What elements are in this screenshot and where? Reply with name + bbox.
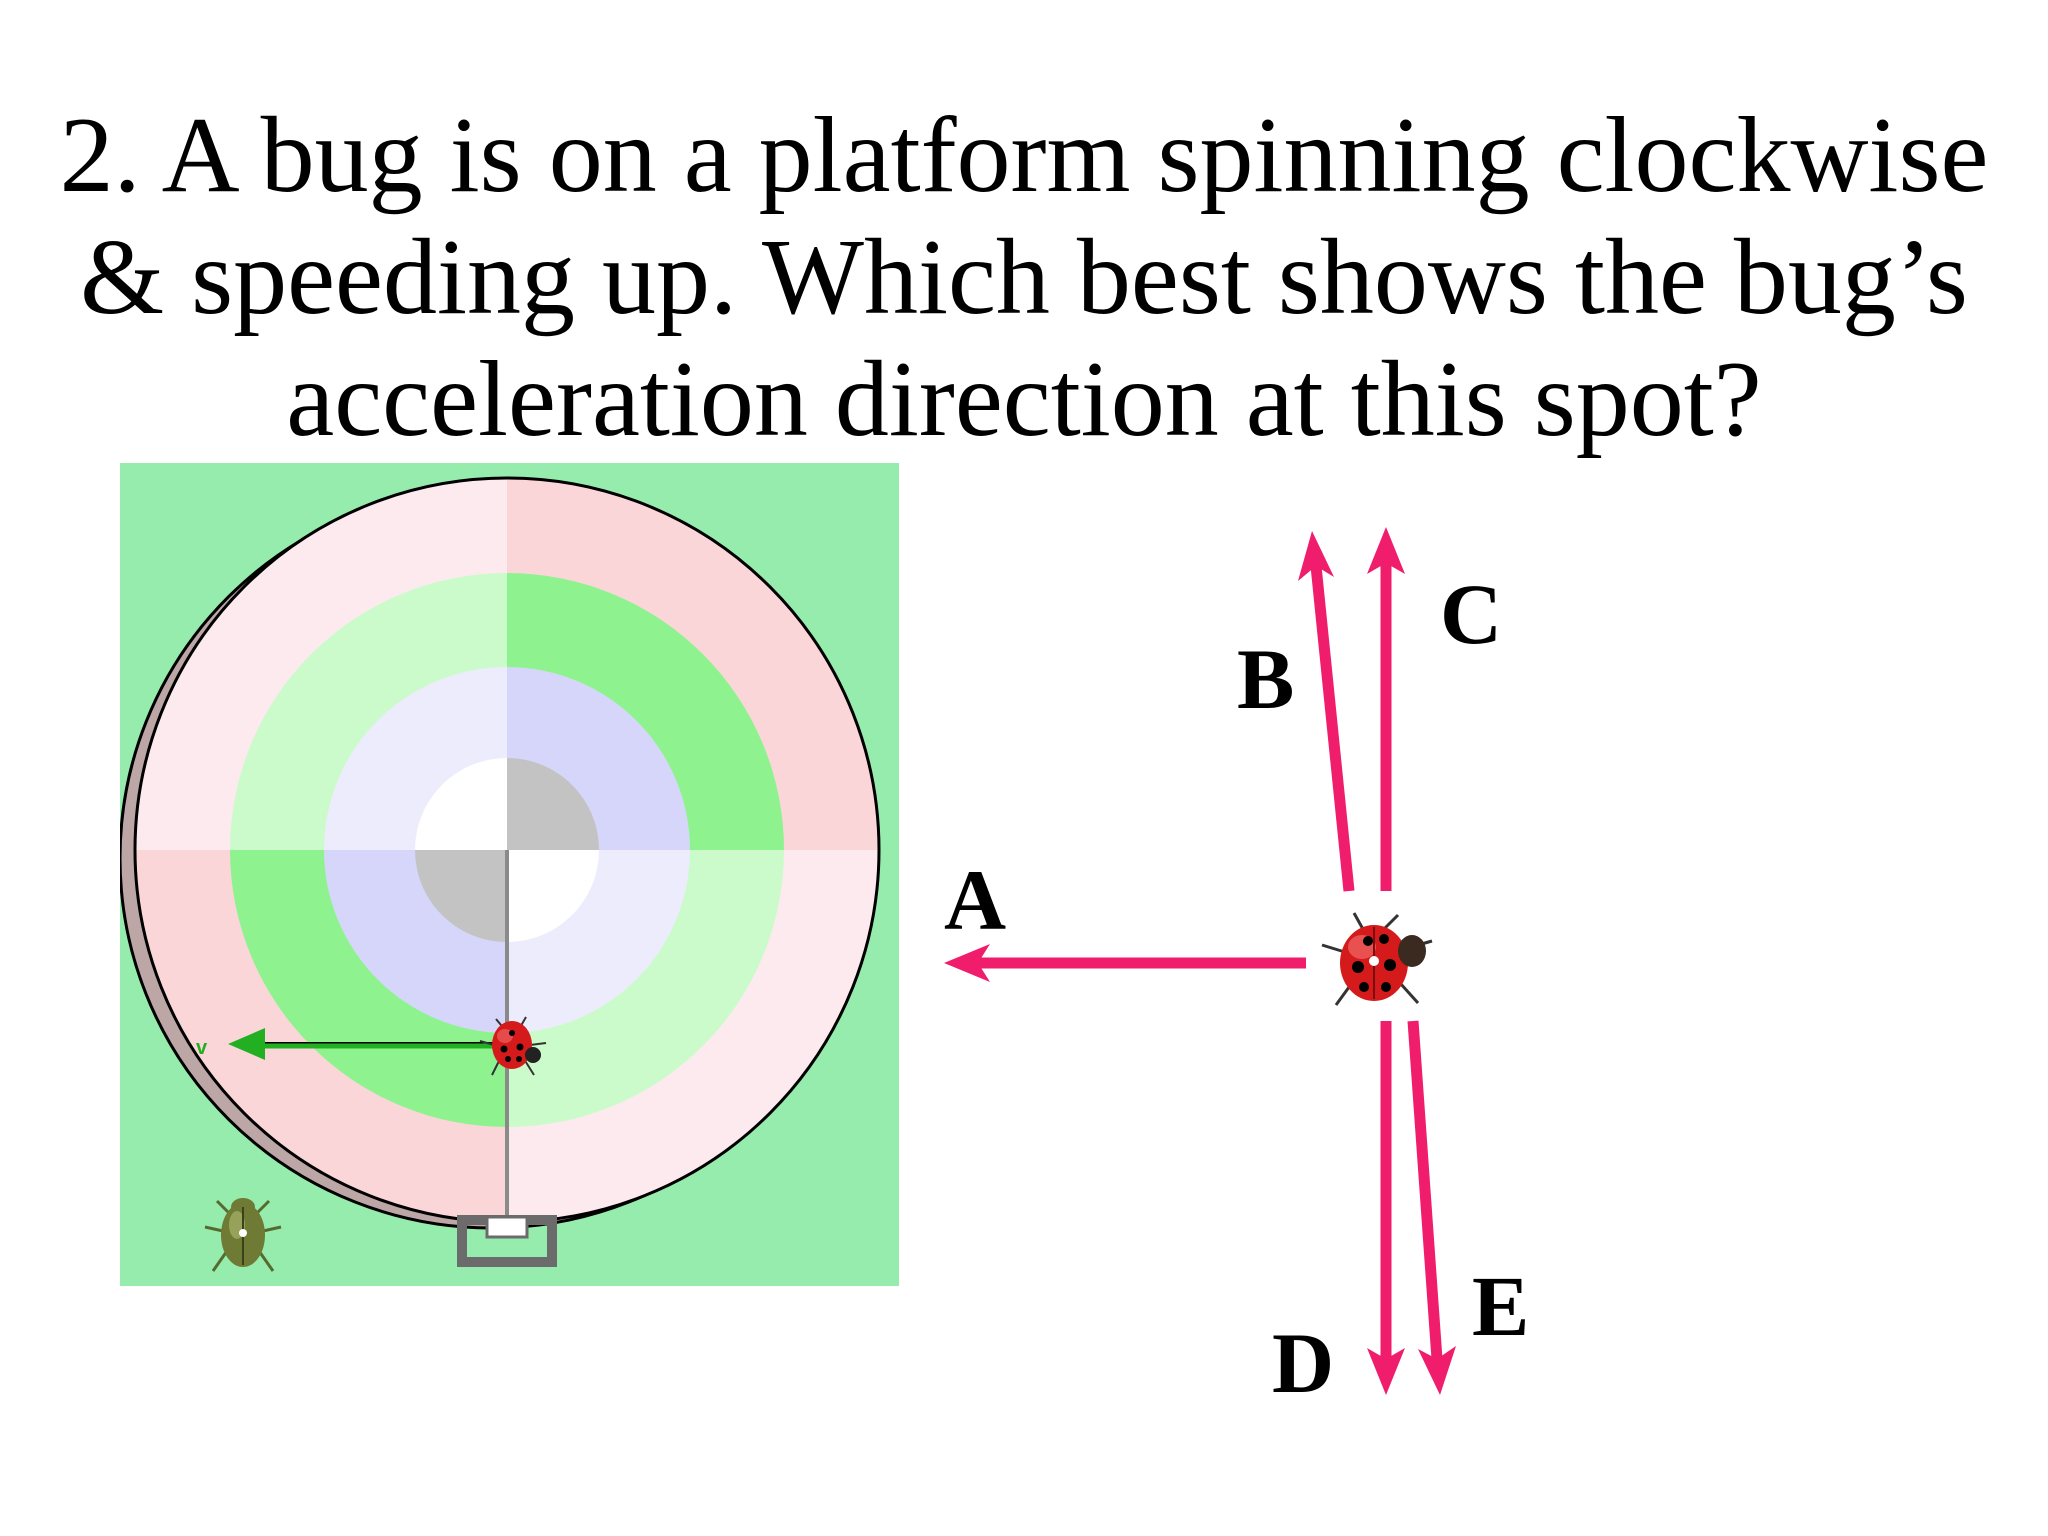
platform-handle [457,1215,557,1267]
option-label-c: C [1440,566,1502,662]
ladybug-on-platform [479,1016,547,1076]
arrow-a [944,944,1306,982]
option-label-a: A [944,852,1006,948]
arrow-e [1407,1020,1456,1395]
question-line-3: acceleration direction at this spot? [286,340,1762,459]
question-text: 2. A bug is on a platform spinning clock… [40,95,2008,461]
velocity-label: v [196,1037,208,1059]
velocity-arrow [228,1028,512,1060]
option-label-d: D [1272,1315,1334,1411]
arrow-b [1298,531,1355,892]
option-label-b: B [1237,631,1294,727]
ladybug-icon [1321,912,1433,1006]
question-line-1: 2. A bug is on a platform spinning clock… [59,96,1989,215]
answer-arrows-diagram: A B C D E [944,527,1529,1411]
platform-disk [133,476,881,1224]
platform-simulation: v [120,463,899,1286]
arrow-d [1367,1021,1405,1395]
question-line-2: & speeding up. Which best shows the bug’… [80,218,1968,337]
beetle-icon [204,1198,282,1272]
arrow-c [1367,527,1405,891]
option-label-e: E [1472,1258,1529,1354]
